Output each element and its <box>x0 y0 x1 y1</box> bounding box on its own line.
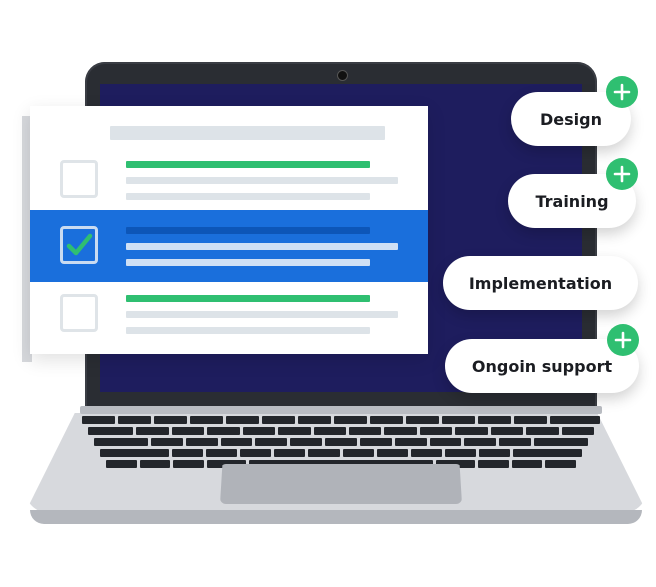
check-icon <box>66 233 93 256</box>
row-2-text-bar <box>126 243 398 250</box>
checkbox-row-3[interactable] <box>60 294 98 332</box>
row-1-text-bar <box>126 177 398 184</box>
service-label: Ongoin support <box>471 356 613 376</box>
row-3-text-bar <box>126 327 370 334</box>
card-shadow <box>22 116 32 362</box>
row-2-text-bar <box>126 259 370 266</box>
row-1-title-bar <box>126 161 370 168</box>
plus-icon[interactable] <box>606 158 638 190</box>
row-2-title-bar <box>126 227 370 234</box>
service-label: Training <box>535 191 609 211</box>
checkbox-row-1[interactable] <box>60 160 98 198</box>
keyboard-row <box>82 427 600 435</box>
checklist-row-selected[interactable] <box>30 210 428 282</box>
plus-icon[interactable] <box>607 324 639 356</box>
plus-icon[interactable] <box>606 76 638 108</box>
row-3-title-bar <box>126 295 370 302</box>
service-label: Implementation <box>468 273 613 293</box>
laptop-hinge <box>80 406 602 414</box>
row-3-text-bar <box>126 311 398 318</box>
keyboard-row <box>82 438 600 446</box>
laptop-base-shadow <box>30 510 642 524</box>
keyboard-row <box>82 416 600 424</box>
service-pill-ongoing-support[interactable]: Ongoin support <box>445 339 639 393</box>
trackpad <box>220 464 462 504</box>
camera-icon <box>337 70 348 81</box>
service-label: Design <box>540 109 602 129</box>
checkbox-row-2[interactable] <box>60 226 98 264</box>
keyboard-row <box>82 449 600 457</box>
service-pill-implementation[interactable]: Implementation <box>443 256 638 310</box>
keyboard <box>82 416 600 468</box>
card-header-bar <box>110 126 385 140</box>
row-1-text-bar <box>126 193 370 200</box>
